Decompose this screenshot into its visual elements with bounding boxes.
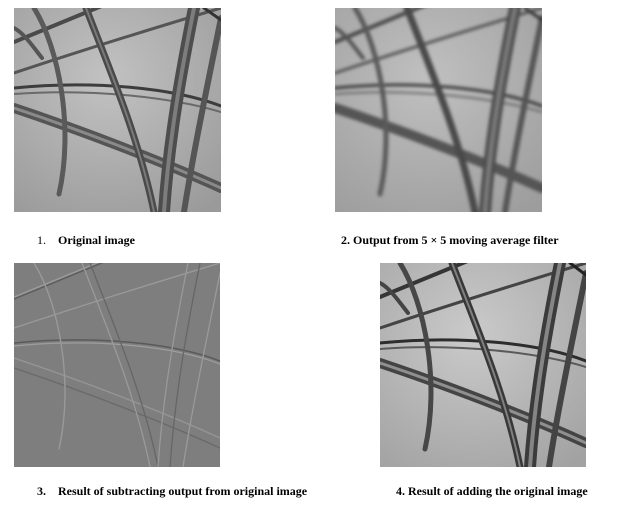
caption-panel-2: 2. Output from 5 × 5 moving average filt… xyxy=(341,233,559,247)
panel-original-image xyxy=(14,8,221,212)
caption-text: Original image xyxy=(58,233,135,247)
caption-panel-1: 1. Original image xyxy=(37,233,135,247)
panel-moving-average-output xyxy=(335,8,542,212)
caption-number: 3. xyxy=(37,484,46,498)
fiber-micrograph-difference xyxy=(14,263,220,467)
caption-panel-3: 3. Result of subtracting output from ori… xyxy=(37,484,307,498)
panel-difference-image xyxy=(14,263,220,467)
fiber-micrograph-original xyxy=(14,8,221,212)
fiber-micrograph-blurred xyxy=(335,8,542,212)
fiber-micrograph-sharpened xyxy=(380,263,586,467)
caption-text: Result of adding the original image xyxy=(408,484,588,498)
caption-text: Output from 5 × 5 moving average filter xyxy=(353,233,559,247)
caption-number: 1. xyxy=(37,233,46,247)
panel-sharpened-image xyxy=(380,263,586,467)
caption-number: 2. xyxy=(341,233,350,247)
caption-number: 4. xyxy=(396,484,405,498)
caption-text: Result of subtracting output from origin… xyxy=(58,484,308,498)
caption-panel-4: 4. Result of adding the original image xyxy=(396,484,588,498)
